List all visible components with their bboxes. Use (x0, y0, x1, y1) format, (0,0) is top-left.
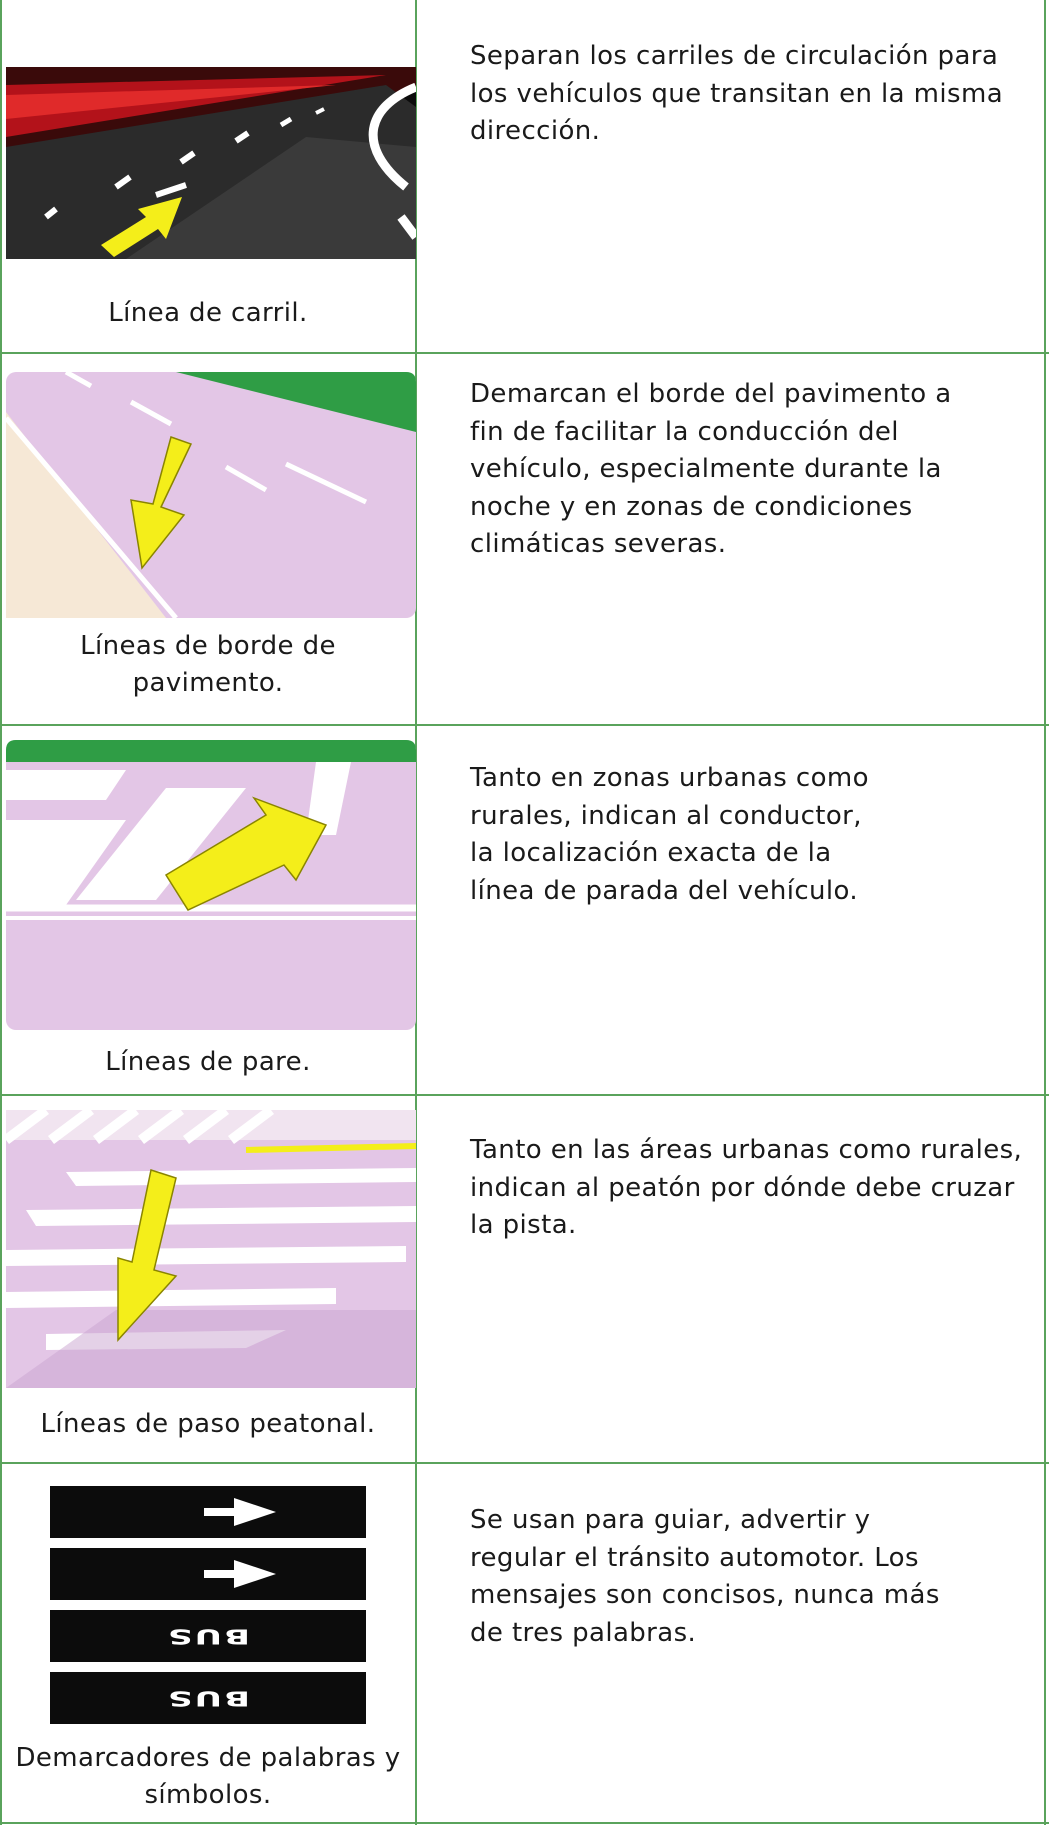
right-arrow-icon (204, 1498, 276, 1526)
word-symbol-caption: Demarcadores de palabras y símbolos. (15, 1743, 401, 1810)
lane-line-photo (6, 67, 416, 259)
table-row-word-symbol-markings: BUS BUS Demarcadores de palabras y símbo… (0, 1462, 1049, 1822)
table-row-divider (0, 1094, 1049, 1096)
pavement-edge-caption: Líneas de borde de pavimento. (80, 631, 336, 698)
pavement-edge-illustration (6, 372, 416, 618)
table-row-divider (0, 1462, 1049, 1464)
table-row-pavement-edge: Líneas de borde de pavimento. Demarcan e… (0, 352, 1049, 724)
bus-marking-plate: BUS (50, 1672, 366, 1724)
table-border-right (1044, 0, 1046, 1825)
stop-lines-description: Tanto en zonas urbanas como rurales, ind… (470, 763, 869, 906)
pavement-edge-description: Demarcan el borde del pavimento a fin de… (470, 379, 952, 559)
right-arrow-icon (204, 1560, 276, 1588)
bus-marking-plate: BUS (50, 1610, 366, 1662)
arrow-marking-plate (50, 1548, 366, 1600)
stop-lines-illustration (6, 740, 416, 1030)
word-symbol-description: Se usan para guiar, advertir y regular e… (470, 1505, 940, 1648)
lane-line-caption: Línea de carril. (108, 298, 308, 328)
table-row-pedestrian-crossing: Líneas de paso peatonal. Tanto en las ár… (0, 1094, 1049, 1462)
table-border-bottom (0, 1822, 1049, 1824)
table-border-left (0, 0, 2, 1825)
bus-marking-word: BUS (165, 1624, 251, 1649)
pedestrian-crossing-description: Tanto en las áreas urbanas como rurales,… (470, 1135, 1023, 1240)
pedestrian-crossing-caption: Líneas de paso peatonal. (40, 1409, 376, 1439)
pedestrian-crossing-illustration (6, 1110, 416, 1388)
table-row-divider (0, 352, 1049, 354)
lane-line-description: Separan los carriles de circulación para… (470, 41, 1004, 146)
table-row-lane-line: Línea de carril. Separan los carriles de… (0, 0, 1049, 352)
table-column-divider (415, 0, 417, 1825)
stop-lines-caption: Líneas de pare. (105, 1047, 311, 1077)
arrow-marking-plate (50, 1486, 366, 1538)
table-row-stop-lines: Líneas de pare. Tanto en zonas urbanas c… (0, 724, 1049, 1094)
bus-marking-word: BUS (165, 1686, 251, 1711)
table-row-divider (0, 724, 1049, 726)
